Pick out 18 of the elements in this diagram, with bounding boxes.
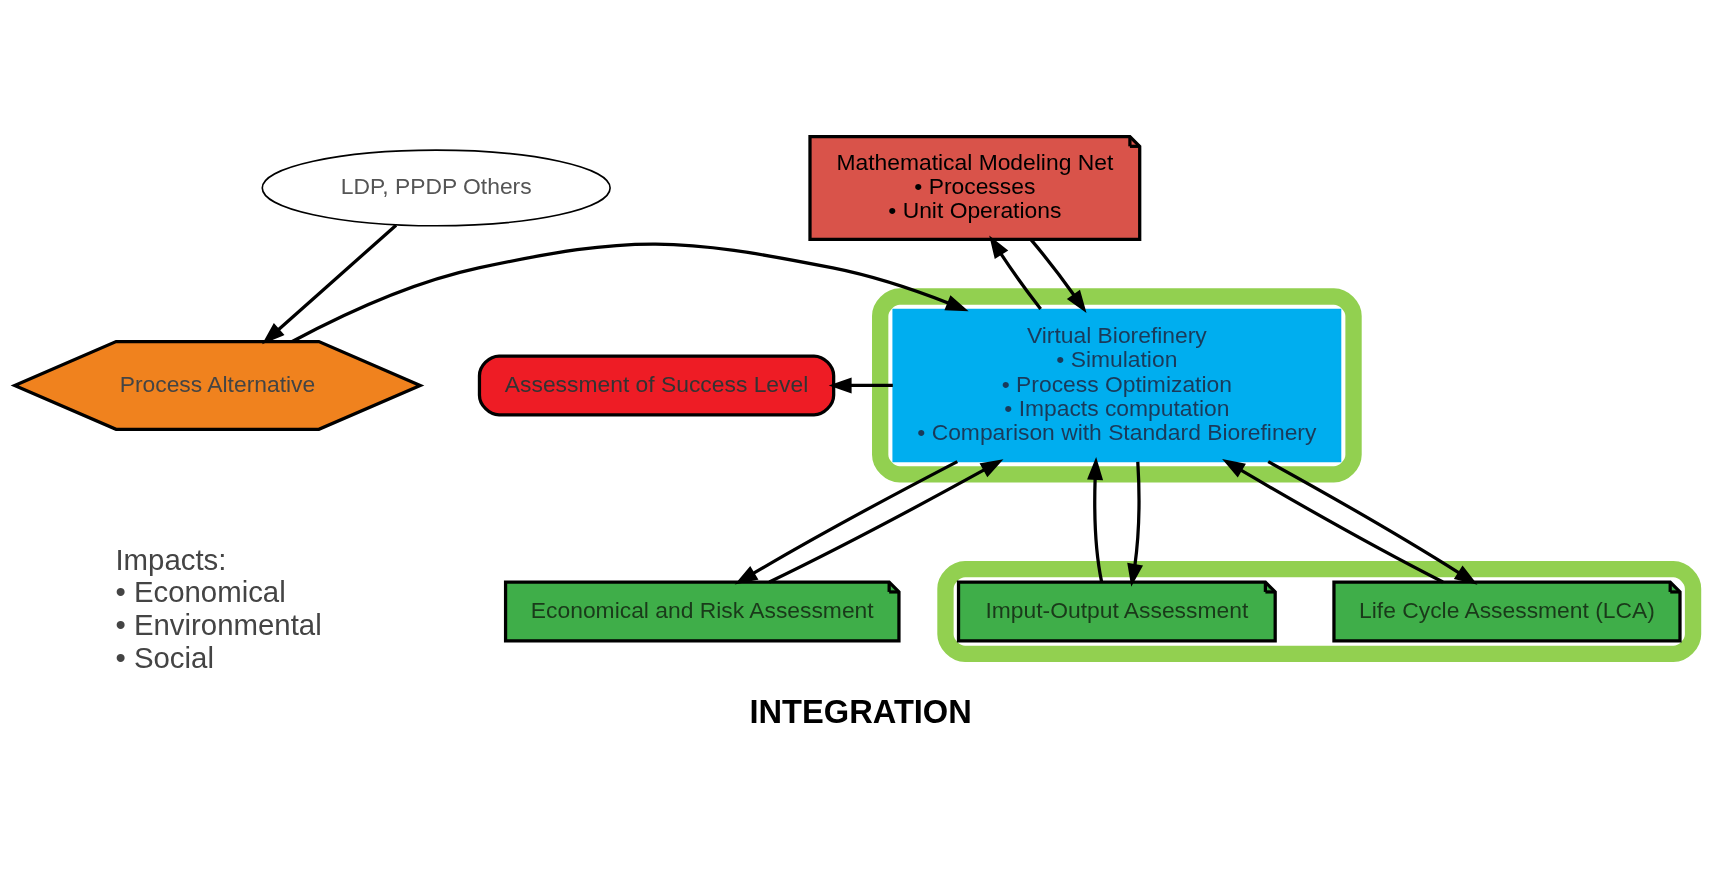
arrow [1087,456,1104,582]
arrow [291,241,969,343]
arrow [1127,461,1144,587]
arrow [1029,238,1087,313]
arrow [768,458,1004,583]
arrow [989,234,1042,310]
node-box: Assessment of Success Level [477,353,836,416]
caption: INTEGRATION [749,692,972,730]
label: • Environmental [115,607,322,641]
arrow [734,459,959,585]
node-box: Virtual Biorefinery • Simulation • Process Optimization • Impacts computation • Comparison with Standard Biorefinery [892,308,1342,462]
arrow [262,223,398,344]
arrow [828,376,893,393]
node-ellipse: LDP, PPDP Others [261,148,611,227]
arrow [1267,459,1478,585]
label: • Social [115,640,214,674]
label: Impacts: [115,542,227,576]
arrow [1222,458,1444,583]
